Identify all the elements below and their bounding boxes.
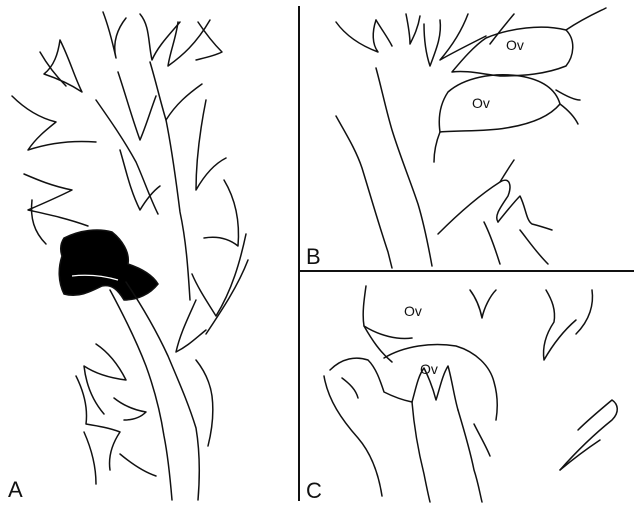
panel-a-stroke bbox=[32, 200, 46, 244]
dark-structure bbox=[59, 230, 158, 300]
panel-c-letter: C bbox=[306, 478, 322, 503]
panel-c-stroke bbox=[330, 358, 412, 402]
ov-label-b-upper: Ov bbox=[506, 37, 524, 53]
ov-label-b-lower: Ov bbox=[472, 95, 490, 111]
panel-b-letter: B bbox=[306, 244, 321, 269]
panel-a-stroke bbox=[196, 100, 226, 190]
panel-a-stroke bbox=[120, 454, 156, 476]
ov-label-c-lower: Ov bbox=[420, 361, 438, 377]
panel-a-stroke bbox=[196, 22, 222, 60]
panel-a-stroke bbox=[103, 12, 126, 58]
panel-b-stroke bbox=[484, 222, 500, 264]
panel-a-stroke bbox=[76, 376, 120, 470]
panel-b-stroke bbox=[376, 20, 392, 46]
panel-a-stroke bbox=[168, 20, 210, 66]
panel-b-stroke bbox=[438, 180, 510, 234]
panel-b-stroke bbox=[336, 116, 392, 268]
panel-a-stroke bbox=[196, 360, 213, 446]
panel-c-stroke bbox=[543, 290, 576, 360]
panel-c-stroke bbox=[474, 424, 490, 456]
ov-label-c-upper: Ov bbox=[404, 303, 422, 319]
panel-b-stroke bbox=[520, 230, 548, 264]
panel-b-stroke bbox=[556, 90, 580, 100]
panel-a-stroke bbox=[24, 174, 88, 226]
panel-b-stroke bbox=[376, 68, 432, 266]
panel-a-drawing bbox=[12, 12, 248, 500]
panel-a-letter: A bbox=[8, 477, 23, 502]
panel-b-stroke bbox=[424, 20, 440, 66]
panel-c-stroke bbox=[470, 290, 496, 318]
ovule-lower-outline bbox=[439, 75, 560, 132]
panel-b-stroke bbox=[406, 14, 420, 44]
panel-a-stroke bbox=[176, 300, 206, 352]
panel-b-stroke bbox=[498, 196, 552, 230]
panel-c-stroke bbox=[324, 376, 382, 496]
panel-a-stroke bbox=[114, 398, 146, 420]
panel-a-stroke bbox=[166, 120, 190, 300]
panel-a-stroke bbox=[120, 150, 160, 210]
panel-c-stroke bbox=[412, 402, 430, 502]
panel-b-stroke bbox=[336, 20, 378, 52]
panel-a-stroke bbox=[140, 14, 180, 60]
panel-b-stroke bbox=[440, 14, 486, 60]
panel-a-stroke bbox=[206, 260, 248, 334]
panel-b-drawing bbox=[336, 8, 606, 268]
panel-c-stroke bbox=[576, 290, 592, 334]
panel-a-stroke bbox=[118, 72, 156, 140]
panel-a-stroke bbox=[40, 52, 66, 86]
panel-b-stroke bbox=[434, 132, 440, 162]
panel-b-stroke bbox=[566, 8, 606, 30]
panel-a-stroke bbox=[204, 180, 238, 246]
panel-c-stroke bbox=[458, 410, 482, 502]
panel-a-stroke bbox=[12, 96, 96, 150]
panel-c-drawing bbox=[324, 286, 617, 502]
panel-c-stroke bbox=[342, 378, 358, 398]
panel-a-stroke bbox=[84, 344, 126, 414]
panel-a-stroke bbox=[150, 62, 202, 120]
panel-c-stroke bbox=[560, 400, 617, 470]
panel-c-stroke bbox=[560, 440, 600, 470]
panel-a-stroke bbox=[84, 432, 96, 484]
panel-b-stroke bbox=[500, 160, 514, 182]
panel-b-stroke bbox=[560, 104, 578, 124]
